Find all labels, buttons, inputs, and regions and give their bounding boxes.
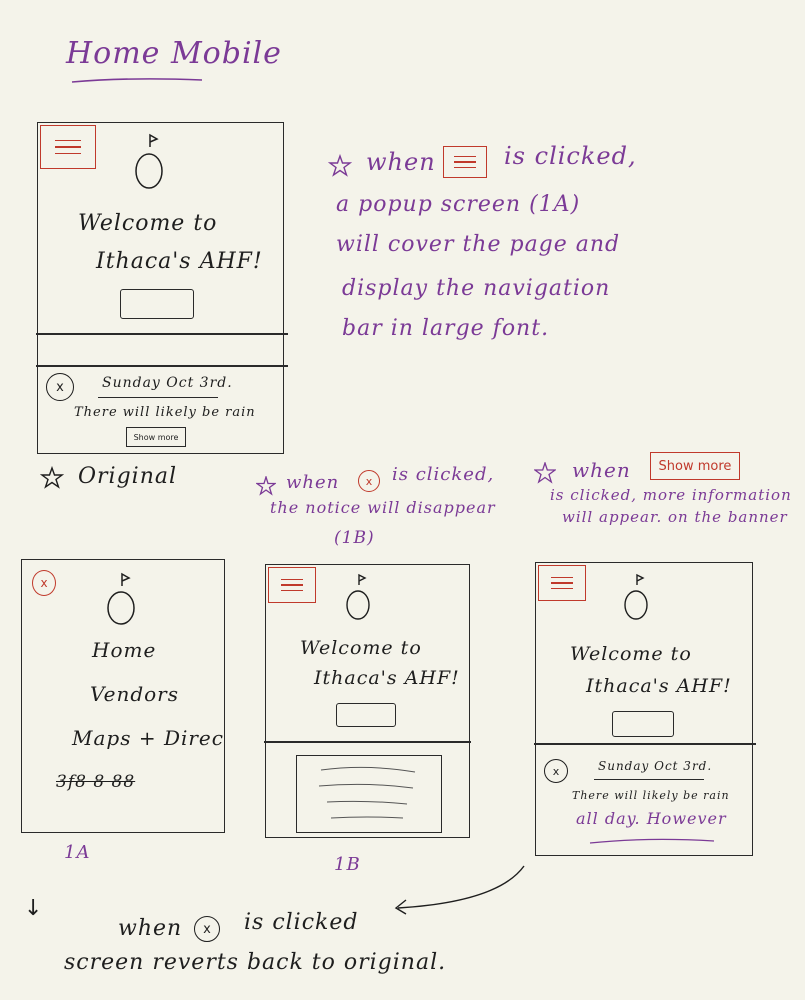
close-circle-icon[interactable]: x bbox=[32, 570, 56, 596]
close-glyph: x bbox=[40, 576, 48, 590]
hamburger-menu-icon bbox=[443, 146, 487, 178]
apple-logo-icon bbox=[346, 573, 370, 620]
note-close-line1-post: is clicked, bbox=[392, 464, 495, 485]
welcome-line2: Ithaca's AHF! bbox=[314, 667, 460, 689]
close-glyph: x bbox=[56, 379, 64, 395]
bottom-note-line1-post: is clicked bbox=[244, 910, 359, 935]
scribble-lines bbox=[318, 766, 416, 819]
welcome-line1: Welcome to bbox=[78, 211, 218, 236]
close-circle-icon: x bbox=[194, 916, 220, 942]
divider bbox=[534, 743, 756, 745]
curved-arrow-icon bbox=[394, 865, 525, 915]
show-more-label: Show more bbox=[133, 432, 179, 442]
apple-logo-icon bbox=[107, 572, 135, 625]
note-close-line3: (1B) bbox=[334, 528, 375, 548]
bottom-note-line1-pre: when bbox=[118, 916, 183, 941]
close-circle-icon: x bbox=[358, 470, 380, 492]
note-menu-line1-post: is clicked, bbox=[504, 142, 637, 170]
screen-1a: x Home Vendors Maps + Direc 3f8 8 88 bbox=[21, 559, 225, 833]
show-more-button[interactable]: Show more bbox=[126, 427, 186, 447]
nav-item-maps[interactable]: Maps + Direc bbox=[72, 726, 224, 750]
notice-underline bbox=[594, 779, 704, 780]
note-showmore-line3: will appear. on the banner bbox=[562, 508, 788, 526]
note-close-line1-pre: when bbox=[286, 472, 340, 493]
notice-text: There will likely be rain bbox=[74, 405, 256, 420]
original-caption: Original bbox=[78, 464, 178, 489]
apple-logo-icon bbox=[624, 573, 648, 620]
welcome-line2: Ithaca's AHF! bbox=[586, 675, 732, 697]
page-title: Home Mobile bbox=[66, 36, 282, 71]
star-icon bbox=[40, 466, 64, 489]
hamburger-menu-icon[interactable] bbox=[268, 567, 316, 603]
title-underline bbox=[71, 78, 203, 83]
notice-date: Sunday Oct 3rd. bbox=[102, 375, 233, 391]
screen-expanded: Welcome to Ithaca's AHF! x Sunday Oct 3r… bbox=[534, 562, 756, 856]
note-close-line2: the notice will disappear bbox=[270, 498, 496, 517]
cta-button[interactable] bbox=[612, 711, 674, 737]
note-showmore-line1-pre: when bbox=[572, 458, 631, 482]
note-menu-line1-pre: when bbox=[366, 148, 436, 176]
close-glyph: x bbox=[365, 474, 373, 488]
close-circle-icon[interactable]: x bbox=[46, 373, 74, 401]
extra-underline bbox=[589, 838, 715, 844]
screen-1b-label: 1B bbox=[334, 854, 361, 875]
hamburger-menu-icon[interactable] bbox=[538, 565, 586, 601]
welcome-line1: Welcome to bbox=[570, 643, 692, 665]
nav-item-home[interactable]: Home bbox=[92, 638, 157, 662]
social-icons-struck: 3f8 8 88 bbox=[56, 772, 136, 792]
note-menu-line3: will cover the page and bbox=[336, 232, 621, 257]
screen-1b: Welcome to Ithaca's AHF! bbox=[264, 564, 471, 838]
nav-item-vendors[interactable]: Vendors bbox=[90, 682, 179, 706]
content-placeholder bbox=[296, 755, 442, 833]
notice-extra-text: all day. However bbox=[576, 809, 727, 828]
star-icon bbox=[328, 154, 352, 177]
show-more-label: Show more bbox=[658, 458, 732, 474]
cta-button[interactable] bbox=[336, 703, 396, 727]
divider-bottom bbox=[36, 365, 288, 367]
notice-date: Sunday Oct 3rd. bbox=[598, 759, 713, 773]
cta-button[interactable] bbox=[120, 289, 194, 319]
star-icon bbox=[256, 476, 276, 496]
note-menu-line5: bar in large font. bbox=[342, 316, 550, 341]
note-menu-line4: display the navigation bbox=[342, 276, 611, 301]
show-more-button-sketch: Show more bbox=[650, 452, 740, 480]
note-showmore-line2: is clicked, more information bbox=[550, 486, 792, 504]
arrow-down-icon: ↓ bbox=[24, 896, 43, 921]
welcome-line1: Welcome to bbox=[300, 637, 422, 659]
notice-text: There will likely be rain bbox=[572, 789, 730, 802]
close-glyph: x bbox=[552, 764, 560, 778]
star-icon bbox=[534, 462, 556, 484]
divider bbox=[264, 741, 471, 743]
divider-top bbox=[36, 333, 288, 335]
apple-logo-icon bbox=[135, 133, 163, 189]
screen-1a-label: 1A bbox=[64, 842, 91, 863]
hamburger-menu-icon[interactable] bbox=[40, 125, 96, 169]
close-circle-icon[interactable]: x bbox=[544, 759, 568, 783]
welcome-line2: Ithaca's AHF! bbox=[96, 249, 263, 274]
close-glyph: x bbox=[203, 921, 211, 937]
note-menu-line2: a popup screen (1A) bbox=[336, 192, 581, 217]
bottom-note-line2: screen reverts back to original. bbox=[64, 950, 447, 975]
original-screen: Welcome to Ithaca's AHF! x Sunday Oct 3r… bbox=[36, 122, 288, 454]
notice-underline bbox=[98, 397, 218, 398]
